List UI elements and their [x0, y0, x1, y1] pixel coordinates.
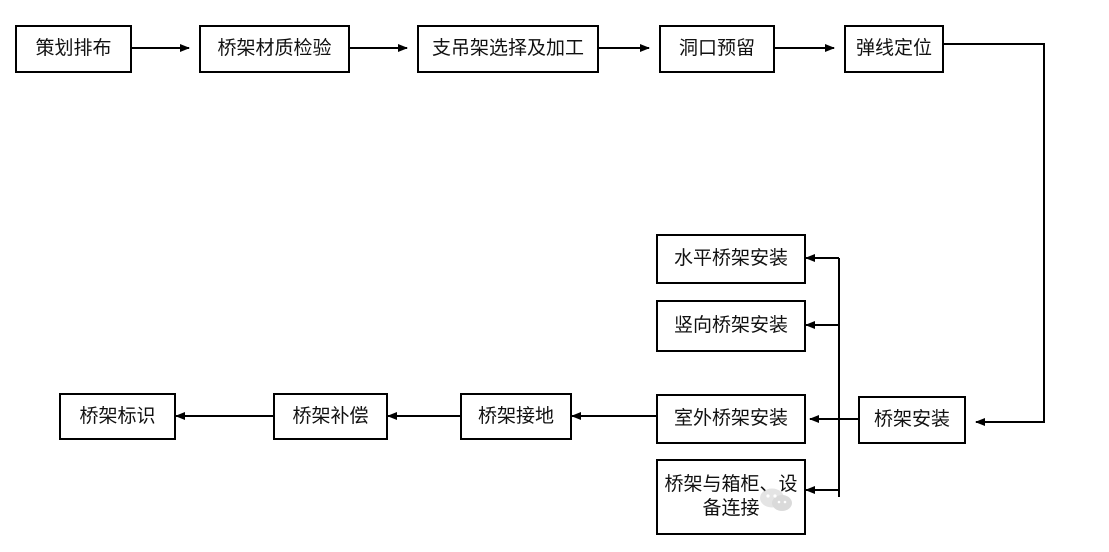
step-grounding: 桥架接地: [460, 393, 572, 440]
step-marking: 桥架标识: [59, 393, 176, 440]
step-line-positioning: 弹线定位: [844, 25, 944, 73]
step-planning: 策划排布: [15, 25, 132, 73]
step-compensation: 桥架补偿: [273, 393, 388, 440]
wechat-icon: [760, 488, 792, 511]
step-material-inspection: 桥架材质检验: [199, 25, 350, 73]
install-equipment-connection: 桥架与箱柜、设备连接: [656, 459, 806, 535]
step-tray-installation: 桥架安装: [858, 396, 966, 444]
arrow-s5-install: [944, 43, 1045, 426]
install-horizontal: 水平桥架安装: [656, 234, 806, 284]
install-outdoor: 室外桥架安装: [656, 394, 806, 444]
install-vertical: 竖向桥架安装: [656, 300, 806, 352]
step-opening-reservation: 洞口预留: [659, 25, 775, 73]
step-support-processing: 支吊架选择及加工: [417, 25, 599, 73]
